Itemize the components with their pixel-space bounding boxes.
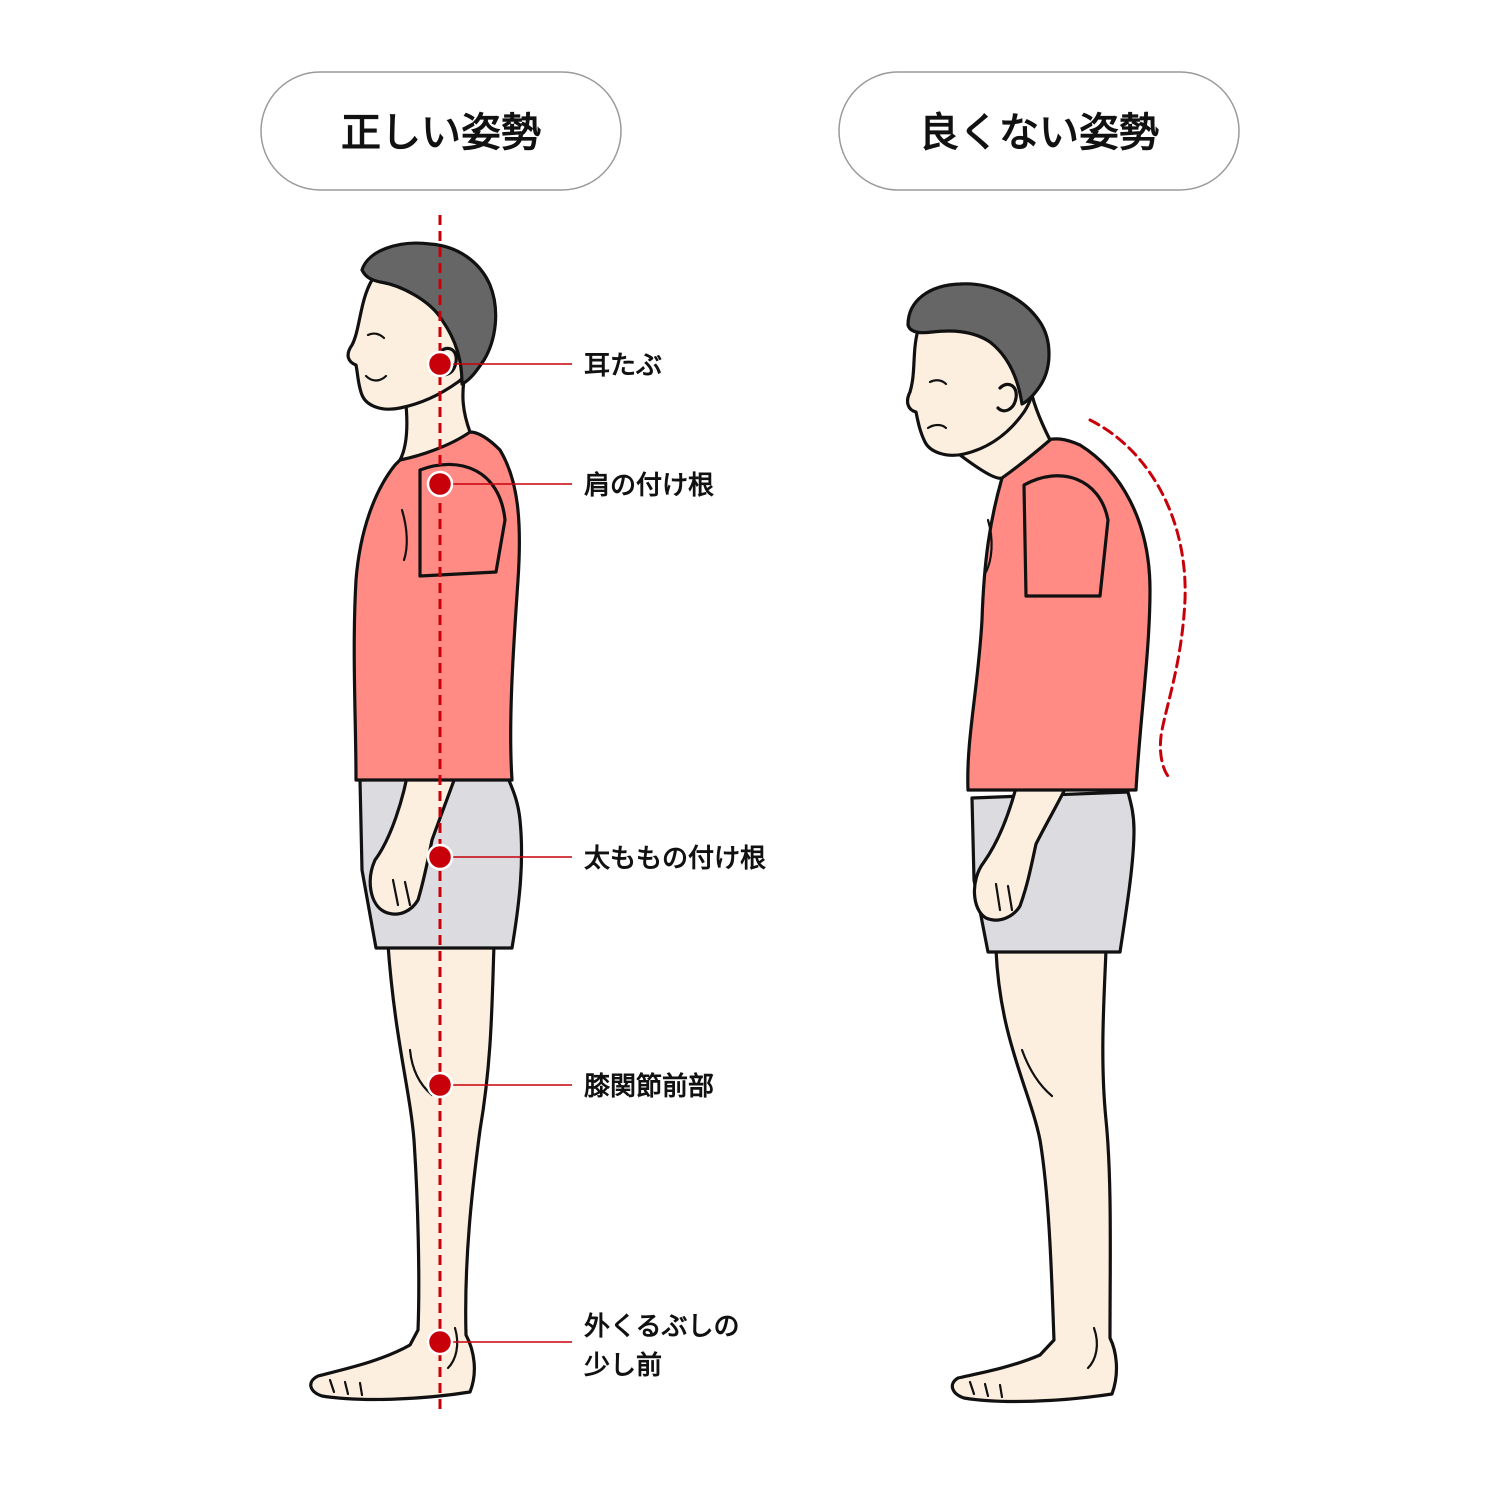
marker-shoulder — [426, 470, 572, 498]
marker-knee — [426, 1071, 572, 1099]
marker-hip — [426, 843, 572, 871]
label-earlobe: 耳たぶ — [584, 351, 662, 381]
figure-bad-posture — [905, 282, 1152, 1404]
marker-earlobe — [426, 350, 572, 378]
label-knee: 膝関節前部 — [583, 1071, 714, 1102]
label-ankle-line2: 少し前 — [583, 1350, 662, 1381]
marker-ankle — [426, 1328, 572, 1356]
header-good-text: 正しい姿勢 — [341, 110, 541, 156]
header-bad-posture: 良くない姿勢 — [838, 71, 1240, 191]
label-shoulder: 肩の付け根 — [584, 470, 714, 501]
figure-good-posture — [309, 241, 524, 1402]
label-ankle-line1: 外くるぶしの — [584, 1312, 739, 1342]
good-hair — [360, 241, 498, 386]
rounded-back-curve — [1088, 418, 1187, 778]
bad-legs — [950, 948, 1119, 1404]
header-bad-text: 良くない姿勢 — [919, 110, 1159, 156]
header-good-posture: 正しい姿勢 — [260, 71, 622, 191]
good-legs — [309, 943, 496, 1402]
label-hip: 太ももの付け根 — [584, 844, 766, 874]
bad-hair — [906, 282, 1051, 406]
